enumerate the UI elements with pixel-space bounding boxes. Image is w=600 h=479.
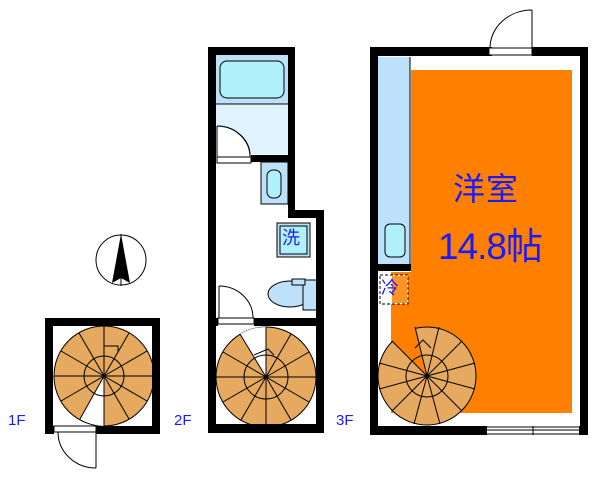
floor-label-1f: 1F xyxy=(8,412,26,429)
washing-machine xyxy=(276,222,311,258)
floor-label-2f: 2F xyxy=(174,412,192,429)
north-compass-icon xyxy=(95,234,147,286)
washer-label: 洗 xyxy=(282,228,300,249)
room-name-western: 洋室 xyxy=(453,170,520,208)
floor-label-3f: 3F xyxy=(336,412,354,429)
toilet xyxy=(267,278,318,311)
floor-2f xyxy=(215,55,318,428)
floor-3f xyxy=(377,55,580,426)
floor-1f xyxy=(53,325,155,427)
entrance-door-1f xyxy=(53,425,97,469)
room-size-label: 14.8帖 xyxy=(438,226,543,267)
window-3f xyxy=(487,426,579,435)
balcony-door-3f xyxy=(488,9,533,56)
refrigerator xyxy=(379,274,409,305)
fridge-label: 冷 xyxy=(381,278,399,299)
